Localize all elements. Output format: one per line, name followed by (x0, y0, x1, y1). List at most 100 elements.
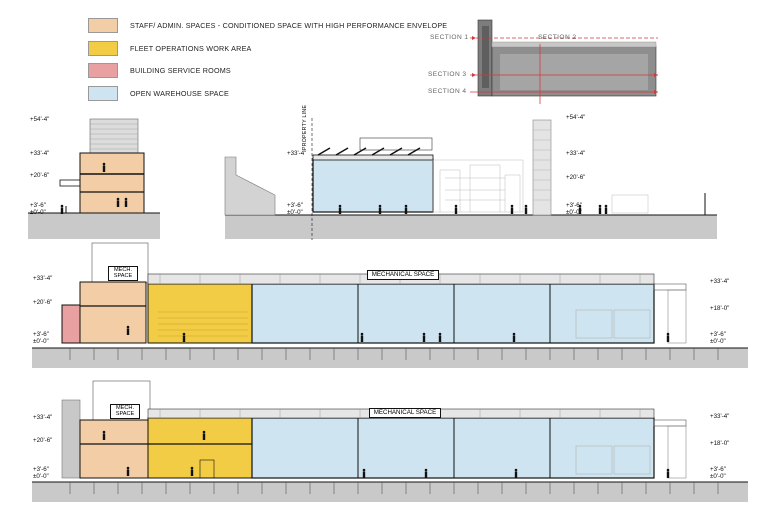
level-label: +33'-4" (33, 414, 53, 421)
level-label: +33'-4" (33, 275, 53, 282)
legend-swatch-fleet (88, 40, 118, 56)
person-head (338, 204, 342, 208)
level-label: +33'-4" (710, 413, 730, 420)
section-2-label: SECTION 2 (538, 34, 577, 41)
section-1-label: SECTION 1 (430, 34, 469, 41)
person-head (512, 332, 516, 336)
person-body (202, 433, 206, 440)
person-head (202, 430, 206, 434)
person-head (124, 197, 128, 201)
legend-swatch-service (88, 63, 118, 78)
person-head (362, 468, 366, 472)
level-label: +33'-4" (287, 150, 307, 157)
level-label: ±0'-0" (710, 338, 726, 345)
person-body (378, 207, 382, 214)
legend-label-warehouse: OPEN WAREHOUSE SPACE (130, 88, 230, 98)
level-label: +18'-0" (710, 440, 730, 447)
mech-space-box-middle: MECH. SPACE (108, 266, 138, 281)
person-body (512, 335, 516, 342)
person-head (378, 204, 382, 208)
person-body (454, 207, 458, 214)
mech-space-box-bottom: MECH. SPACE (110, 404, 140, 419)
person-body (190, 469, 194, 476)
legend-label-fleet: FLEET OPERATIONS WORK AREA (130, 43, 252, 53)
person-head (510, 204, 514, 208)
section-4-label: SECTION 4 (428, 88, 467, 95)
level-label: +20'-6" (33, 299, 53, 306)
person-body (60, 207, 64, 214)
person-head (514, 468, 518, 472)
level-label: ±0'-0" (710, 473, 726, 480)
person-body (438, 335, 442, 342)
legend-swatch-warehouse (88, 85, 118, 101)
person-head (404, 204, 408, 208)
level-label: +54'-4" (566, 114, 586, 121)
mechanical-space-label-middle: MECHANICAL SPACE (367, 270, 439, 280)
person-body (524, 207, 528, 214)
person-head (360, 332, 364, 336)
legend-label-service: BUILDING SERVICE ROOMS (130, 66, 231, 75)
person-body (102, 165, 106, 172)
person-body (666, 471, 670, 478)
person-head (182, 332, 186, 336)
level-label: +3'-6" (33, 331, 49, 338)
person-body (102, 433, 106, 440)
person-body (598, 207, 602, 214)
level-label: +33'-4" (30, 150, 50, 157)
legend-label-staff: STAFF/ ADMIN. SPACES - CONDITIONED SPACE… (130, 21, 448, 30)
person-head (666, 332, 670, 336)
level-label: +3'-6" (287, 202, 303, 209)
mech-label-line2: SPACE (115, 410, 135, 417)
level-label: +20'-6" (33, 437, 53, 444)
legend-item-warehouse: OPEN WAREHOUSE SPACE (88, 85, 447, 101)
person-head (604, 204, 608, 208)
person-body (404, 207, 408, 214)
level-label: +3'-6" (710, 466, 726, 473)
level-label: +54'-4" (30, 116, 50, 123)
level-label: ±0'-0" (33, 338, 49, 345)
level-label: +33'-4" (710, 278, 730, 285)
section-3-label: SECTION 3 (428, 71, 467, 78)
legend: STAFF/ ADMIN. SPACES - CONDITIONED SPACE… (88, 18, 447, 108)
legend-swatch-staff (88, 18, 118, 33)
person-body (124, 200, 128, 207)
section-long-bottom (32, 380, 748, 502)
person-body (422, 335, 426, 342)
person-head (438, 332, 442, 336)
level-label: +20'-6" (30, 172, 50, 179)
person-head (454, 204, 458, 208)
person-body (604, 207, 608, 214)
mech-label-line1: MECH. (115, 405, 135, 411)
human-figures (60, 162, 670, 478)
person-head (422, 332, 426, 336)
section-east-elevation (224, 118, 717, 240)
mech-label-line2: SPACE (113, 272, 133, 279)
legend-item-service: BUILDING SERVICE ROOMS (88, 63, 447, 78)
person-body (424, 471, 428, 478)
person-head (190, 466, 194, 470)
person-head (102, 162, 106, 166)
person-body (338, 207, 342, 214)
person-body (182, 335, 186, 342)
person-head (126, 325, 130, 329)
section-long-middle (32, 242, 748, 368)
level-label: +3'-6" (566, 202, 582, 209)
mech-label-line1: MECH. (113, 267, 133, 273)
level-label: +20'-6" (566, 174, 586, 181)
level-label: +18'-0" (710, 305, 730, 312)
person-head (126, 466, 130, 470)
key-plan (470, 19, 658, 104)
level-label: +33'-4" (566, 150, 586, 157)
person-body (510, 207, 514, 214)
person-body (360, 335, 364, 342)
person-head (598, 204, 602, 208)
person-head (666, 468, 670, 472)
section-small-west (28, 118, 160, 239)
person-head (424, 468, 428, 472)
person-body (514, 471, 518, 478)
level-label: +3'-6" (30, 202, 46, 209)
person-head (578, 204, 582, 208)
person-head (524, 204, 528, 208)
level-label: ±0'-0" (566, 209, 582, 216)
